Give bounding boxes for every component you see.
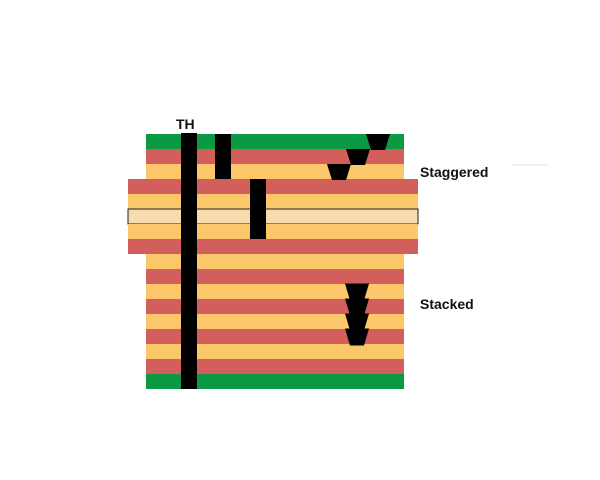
stacked-label: Stacked [420, 296, 474, 312]
stacked-microvia-2 [345, 298, 369, 316]
through-hole-label: TH [176, 116, 195, 132]
stacked-microvia-4 [345, 328, 369, 346]
layer-11 [146, 299, 404, 314]
layer-14 [146, 344, 404, 359]
layer-7 [128, 239, 418, 254]
stacked-microvia-1 [345, 283, 369, 301]
layer-6 [128, 224, 418, 239]
layer-3 [128, 179, 418, 194]
staggered-microvia-3 [327, 164, 351, 180]
through-hole-via [181, 133, 197, 389]
layer-stack [127, 134, 419, 389]
layer-13 [146, 329, 404, 344]
staggered-microvia-1 [366, 134, 390, 150]
layer-8 [146, 254, 404, 269]
layer-5 [127, 208, 419, 225]
blind-via-1 [215, 134, 231, 179]
layer-15 [146, 359, 404, 374]
layer-4 [128, 194, 418, 209]
via-group [181, 133, 390, 389]
blind-via-2 [250, 179, 266, 239]
layer-10 [146, 284, 404, 299]
layer-0 [146, 134, 404, 149]
layer-1 [146, 149, 404, 164]
staggered-microvia-2 [346, 149, 370, 165]
layer-16 [146, 374, 404, 389]
layer-12 [146, 314, 404, 329]
layer-9 [146, 269, 404, 284]
stacked-microvia-3 [345, 313, 369, 331]
staggered-label: Staggered [420, 164, 488, 180]
